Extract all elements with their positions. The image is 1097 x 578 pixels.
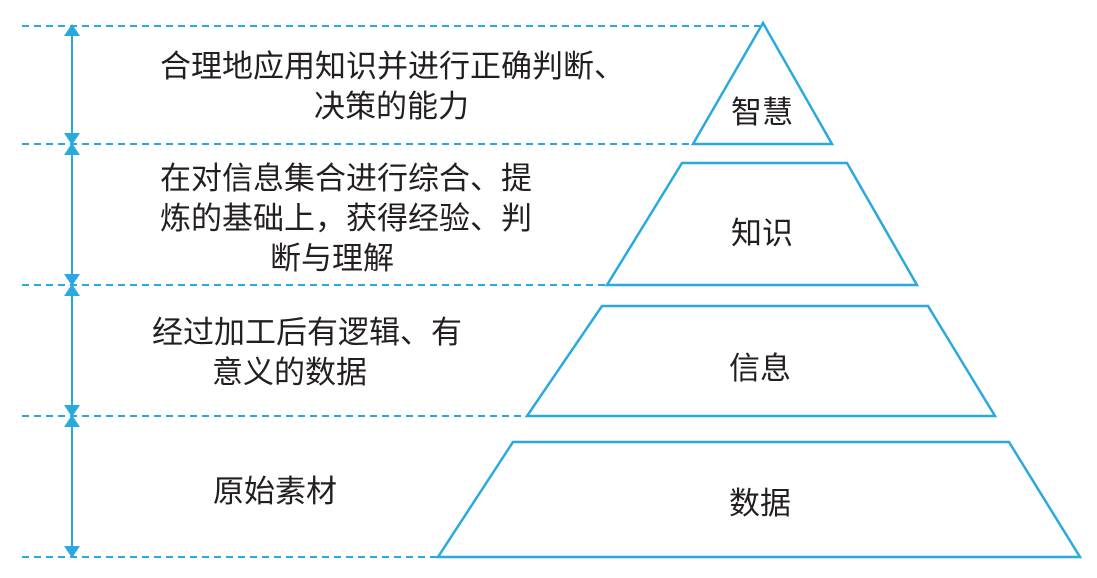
level-separators [22,25,760,558]
tier-shape-wisdom [690,20,835,146]
description-line: 经过加工后有逻辑、有 [152,315,462,351]
tier-description-wisdom: 合理地应用知识并进行正确判断、 决策的能力 [160,47,625,127]
tier-shape-data [435,440,1083,559]
description-line: 决策的能力 [314,89,469,125]
description-line: 断与理解 [270,241,394,277]
tier-description-data: 原始素材 [213,472,337,512]
pyramid-tiers [435,20,1083,559]
tier-shape-knowledge [604,161,920,287]
description-line: 合理地应用知识并进行正确判断、 [160,49,625,85]
tier-description-information: 经过加工后有逻辑、有 意义的数据 [152,313,462,393]
description-line: 炼的基础上，获得经验、判 [160,201,532,237]
tier-label-information: 信息 [729,351,791,387]
description-line: 在对信息集合进行综合、提 [160,161,532,197]
tier-label-data: 数据 [729,486,791,522]
tier-label-knowledge: 知识 [731,216,793,252]
tier-description-knowledge: 在对信息集合进行综合、提 炼的基础上，获得经验、判 断与理解 [160,159,532,279]
description-line: 意义的数据 [212,355,367,391]
tier-shape-information [524,304,998,418]
tier-labels: 智慧 知识 信息 数据 [729,95,793,522]
tier-label-wisdom: 智慧 [731,95,793,131]
description-line: 原始素材 [213,474,337,510]
